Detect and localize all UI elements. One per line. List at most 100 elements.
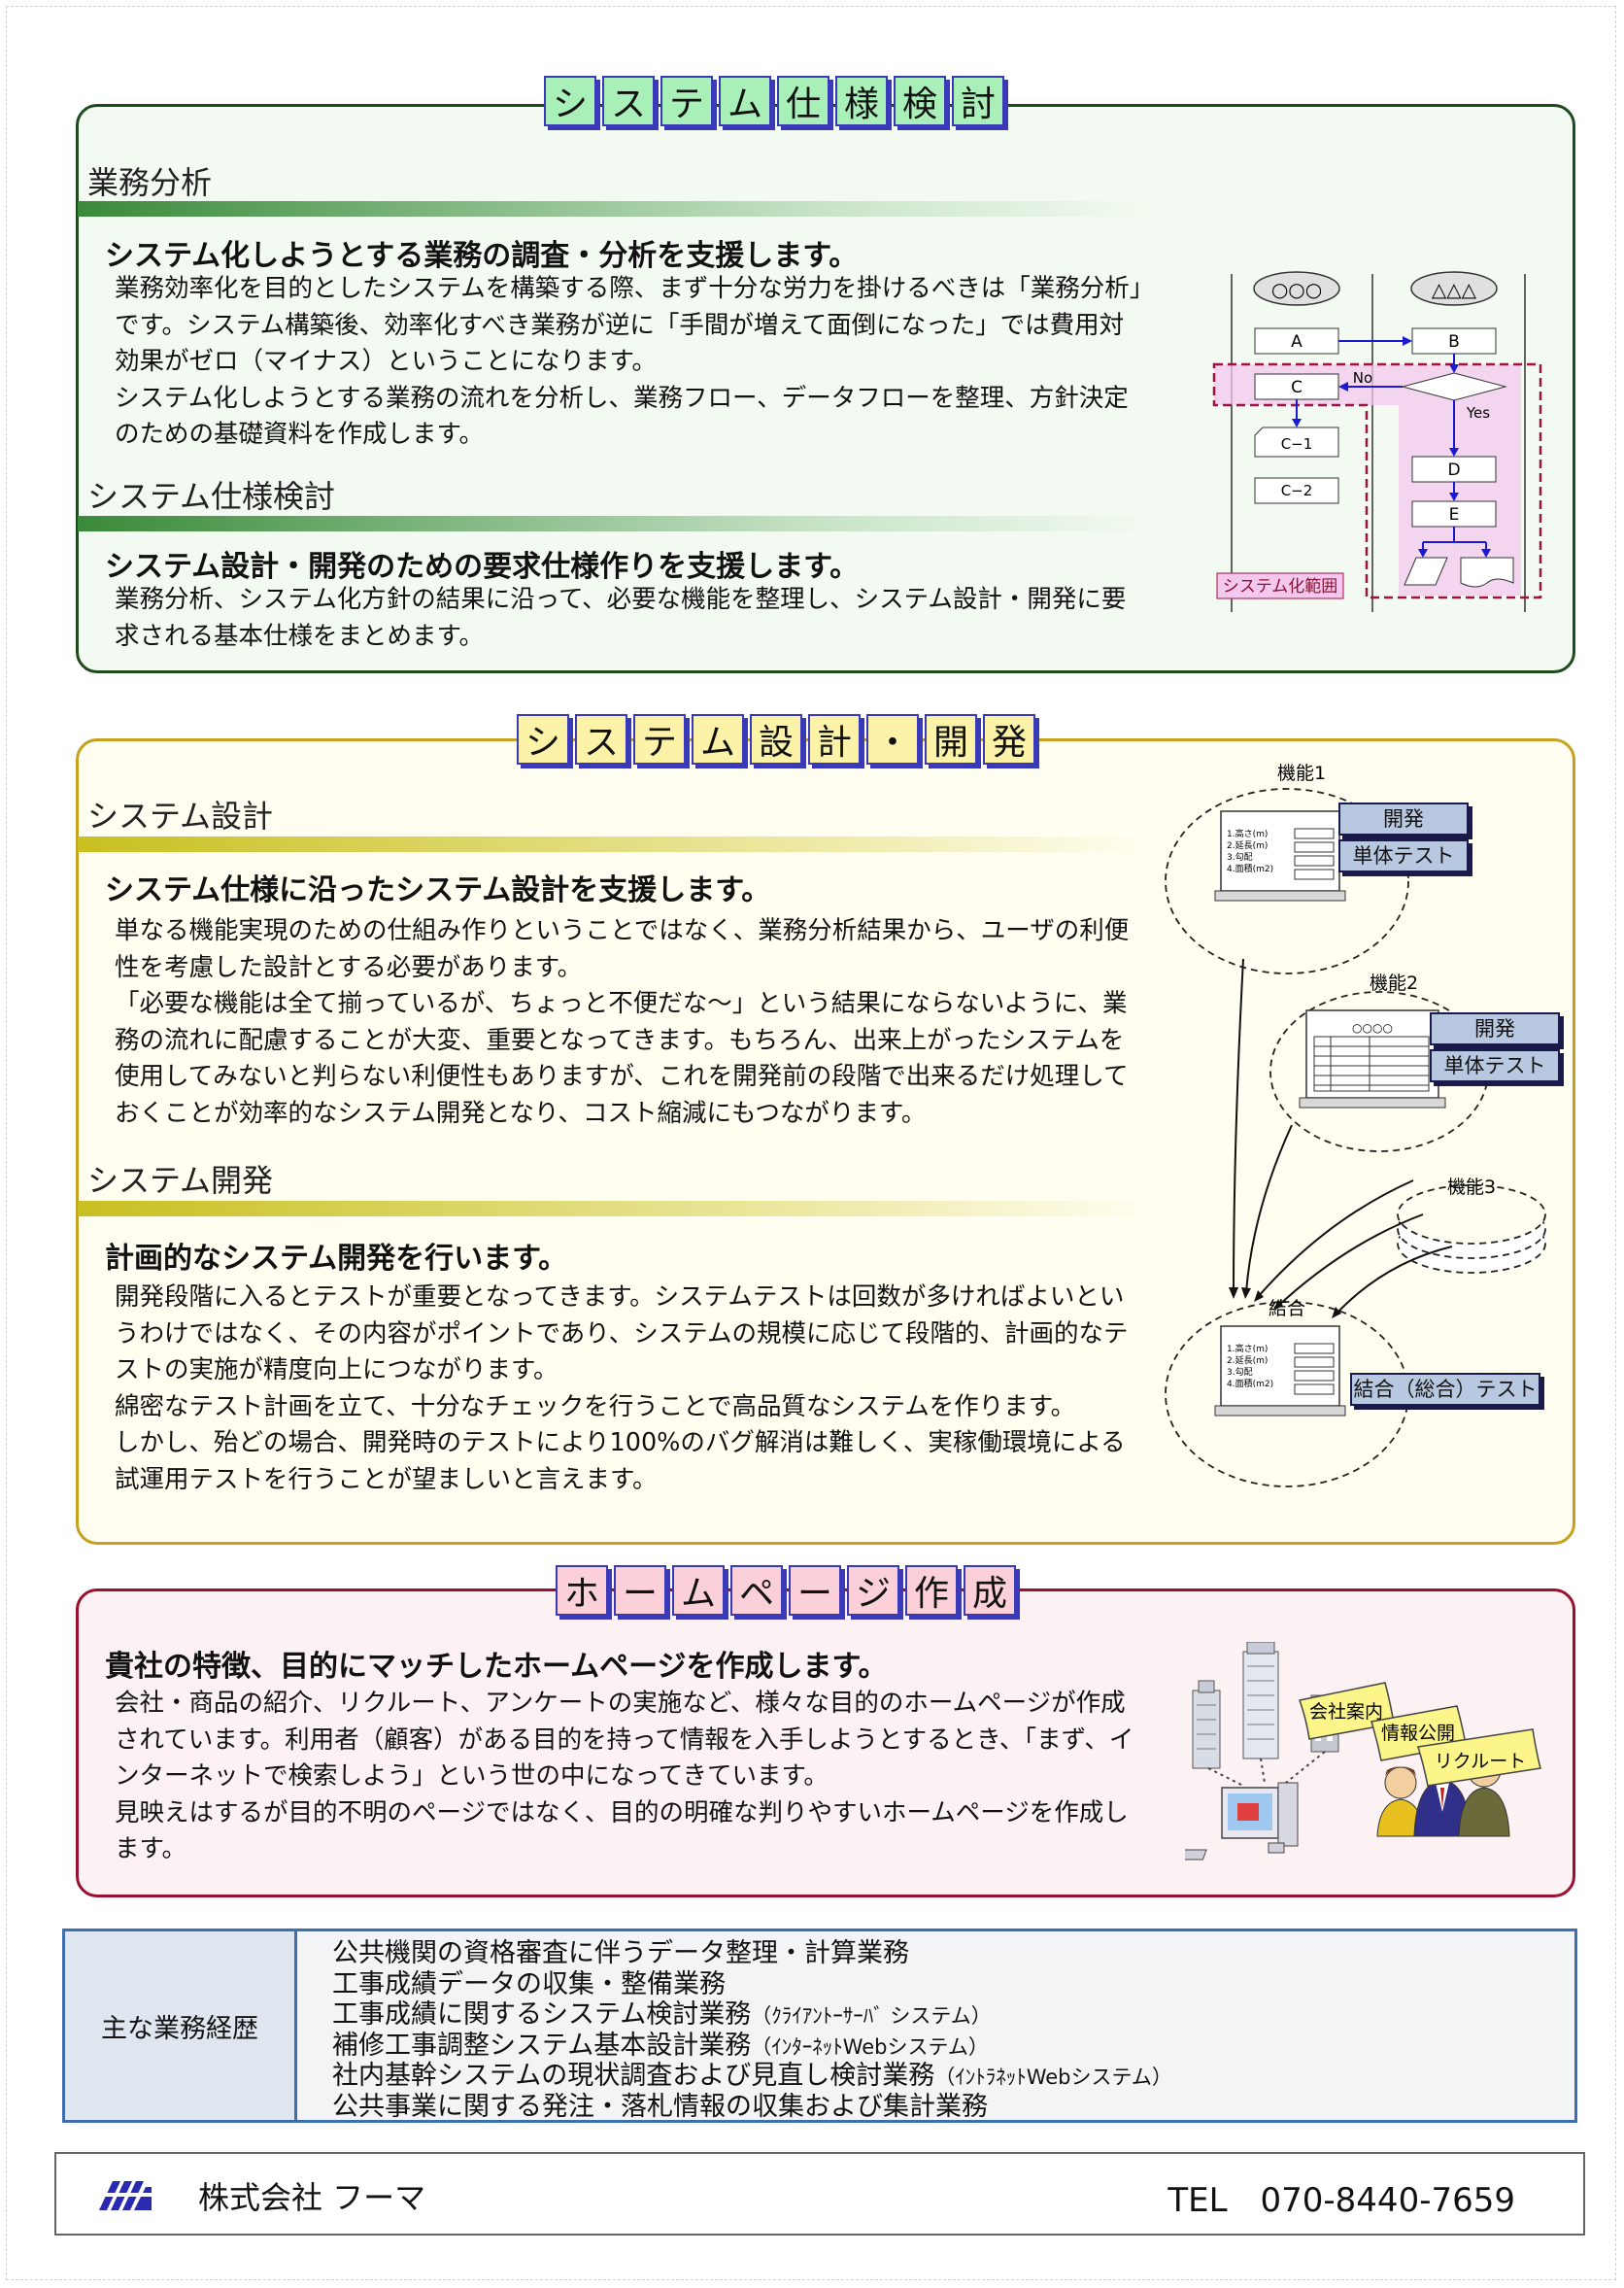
flow-node: C−1 [1281, 435, 1313, 453]
dev-label: 開発 [1430, 1012, 1560, 1045]
lane-label: △△△ [1432, 278, 1477, 301]
screen-title: ○○○○ [1352, 1021, 1393, 1035]
business-flow-diagram: ○○○ △△△ A B C No Yes C−1 C−2 D E システム化範囲 [1212, 271, 1542, 612]
flag-label: リクルート [1435, 1751, 1526, 1772]
lead-text: 貴社の特徴、目的にマッチしたホームページを作成します。 [105, 1650, 888, 1684]
lane-label: ○○○ [1271, 278, 1322, 301]
title-char: テ [660, 76, 713, 126]
title-char: 検 [894, 76, 946, 126]
history-item: 公共機関の資格審査に伴うデータ整理・計算業務 [332, 1938, 909, 1968]
title-char: 開 [925, 714, 977, 765]
function-label: 機能1 [1277, 763, 1326, 784]
paragraph: しかし、殆どの場合、開発時のテストにより100%のバグ解消は難しく、実稼働環境に… [115, 1428, 1126, 1494]
form-item: 2.延長(m) [1227, 1354, 1268, 1366]
title-char: ム [719, 76, 771, 126]
section-title-system-spec: シ ス テ ム 仕 様 検 討 [544, 76, 1004, 126]
title-char: 様 [835, 76, 888, 126]
join-test-label: 結合（総合）テスト [1350, 1373, 1540, 1406]
history-item: 公共事業に関する発注・落札情報の収集および集計業務 [332, 2091, 988, 2122]
title-char: ー [614, 1565, 666, 1616]
function-label: 機能3 [1447, 1177, 1496, 1198]
body-text: 業務分析、システム化方針の結果に沿って、必要な機能を整理し、システム設計・開発に… [115, 582, 1144, 655]
join-label: 結合 [1269, 1298, 1305, 1319]
company-logo [97, 2181, 153, 2210]
history-list: 公共機関の資格審査に伴うデータ整理・計算業務 工事成績データの収集・整備業務 工… [297, 1931, 1172, 2121]
flow-node: C [1291, 378, 1303, 397]
paragraph: 業務分析、システム化方針の結果に沿って、必要な機能を整理し、システム設計・開発に… [115, 585, 1127, 651]
subheading-business-analysis: 業務分析 [87, 164, 213, 201]
title-char: テ [633, 714, 686, 765]
yes-label: Yes [1466, 404, 1490, 422]
heading-gradient-bar [78, 837, 1146, 852]
paragraph: 見映えはするが目的不明のページではなく、目的の明確な判りやすいホームページを作成… [115, 1797, 1129, 1864]
heading-gradient-bar [78, 201, 1146, 217]
lead-text: システム仕様に沿ったシステム設計を支援します。 [105, 873, 771, 907]
flow-node: D [1447, 461, 1460, 480]
form-item: 3.勾配 [1227, 1366, 1253, 1378]
flag-label: 会社案内 [1309, 1701, 1383, 1723]
unit-test-label: 単体テスト [1338, 839, 1469, 872]
body-text: 単なる機能実現のための仕組み作りということではなく、業務分析結果から、ユーザの利… [115, 913, 1144, 1132]
paragraph: 綿密なテスト計画を立て、十分なチェックを行うことで高品質なシステムを作ります。 [115, 1391, 1076, 1421]
title-char: ス [575, 714, 627, 765]
function-label: 機能2 [1370, 973, 1418, 994]
form-item: 4.面積(m2) [1227, 863, 1273, 874]
title-char: ペ [730, 1565, 783, 1616]
form-item: 2.延長(m) [1227, 839, 1268, 851]
body-text: 業務効率化を目的としたシステムを構築する際、まず十分な労力を掛けるべきは「業務分… [115, 271, 1144, 454]
title-char: ー [789, 1565, 841, 1616]
paragraph: システム化しようとする業務の流れを分析し、業務フロー、データフローを整理、方針決… [115, 383, 1129, 450]
no-label: No [1353, 369, 1372, 387]
flow-node: C−2 [1281, 482, 1313, 499]
history-item: 補修工事調整システム基本設計業務（ｲﾝﾀｰﾈｯﾄWebシステム） [332, 2030, 989, 2061]
subheading-system-spec: システム仕様検討 [87, 478, 336, 515]
history-item: 工事成績に関するシステム検討業務（ｸﾗｲｱﾝﾄｰｻｰﾊﾞ システム） [332, 1999, 992, 2030]
development-flow-diagram: 機能1 1.高さ(m) 2.延長(m) 3.勾配 4.面積(m2) 機能2 ○○… [1165, 763, 1546, 1487]
title-char: 成 [964, 1565, 1016, 1616]
title-char: 計 [808, 714, 861, 765]
lead-text: 計画的なシステム開発を行います。 [105, 1242, 568, 1276]
title-char: ・ [866, 714, 919, 765]
title-char: 討 [952, 76, 1004, 126]
paragraph: 単なる機能実現のための仕組み作りということではなく、業務分析結果から、ユーザの利… [115, 916, 1130, 982]
title-char: 設 [750, 714, 802, 765]
paragraph: 開発段階に入るとテストが重要となってきます。システムテストは回数が多ければよいと… [115, 1282, 1129, 1384]
body-text: 会社・商品の紹介、リクルート、アンケートの実施など、様々な目的のホームページが作… [115, 1686, 1144, 1868]
lead-text: システム化しようとする業務の調査・分析を支援します。 [105, 239, 859, 273]
form-item: 1.高さ(m) [1227, 1343, 1268, 1354]
title-char: ム [692, 714, 744, 765]
unit-test-label: 単体テスト [1430, 1049, 1560, 1082]
dev-label: 開発 [1338, 803, 1469, 836]
section-title-system-design-dev: シ ス テ ム 設 計 ・ 開 発 [517, 714, 1035, 765]
paragraph: 「必要な機能は全て揃っているが、ちょっと不便だな～」という結果にならないように、… [115, 989, 1129, 1128]
title-char: ス [602, 76, 655, 126]
paragraph: 会社・商品の紹介、リクルート、アンケートの実施など、様々な目的のホームページが作… [115, 1689, 1134, 1791]
title-char: 仕 [777, 76, 829, 126]
heading-gradient-bar [78, 516, 1146, 531]
flow-node: B [1448, 332, 1460, 352]
history-item: 社内基幹システムの現状調査および見直し検討業務（ｲﾝﾄﾗﾈｯﾄWebシステム） [332, 2061, 1172, 2091]
page-border [6, 6, 1616, 2280]
flag-label: 情報公開 [1381, 1723, 1455, 1744]
title-char: シ [544, 76, 596, 126]
section-title-homepage: ホ ー ム ペ ー ジ 作 成 [556, 1565, 1016, 1616]
history-item: 工事成績データの収集・整備業務 [332, 1968, 726, 1999]
title-char: 発 [983, 714, 1035, 765]
title-char: 作 [905, 1565, 958, 1616]
title-char: ジ [847, 1565, 899, 1616]
paragraph: 業務効率化を目的としたシステムを構築する際、まず十分な労力を掛けるべきは「業務分… [115, 274, 1142, 376]
business-history-table: 主な業務経歴 公共機関の資格審査に伴うデータ整理・計算業務 工事成績データの収集… [62, 1929, 1577, 2123]
form-item: 1.高さ(m) [1227, 828, 1268, 839]
company-name: 株式会社 フーマ [198, 2179, 426, 2216]
body-text: 開発段階に入るとテストが重要となってきます。システムテストは回数が多ければよいと… [115, 1280, 1144, 1498]
footer: 株式会社 フーマ TEL 070-8440-7659 [54, 2152, 1585, 2236]
history-header: 主な業務経歴 [65, 1931, 297, 2120]
company-phone: TEL 070-8440-7659 [1167, 2181, 1515, 2220]
subheading-system-design: システム設計 [87, 798, 274, 835]
title-char: ム [672, 1565, 725, 1616]
subheading-system-development: システム開発 [87, 1162, 274, 1199]
lead-text: システム設計・開発のための要求仕様作りを支援します。 [105, 550, 860, 584]
scope-label: システム化範囲 [1223, 577, 1338, 597]
homepage-illustration: 会社案内 情報公開 リクルート [1185, 1642, 1541, 1861]
flow-node: E [1449, 505, 1460, 525]
